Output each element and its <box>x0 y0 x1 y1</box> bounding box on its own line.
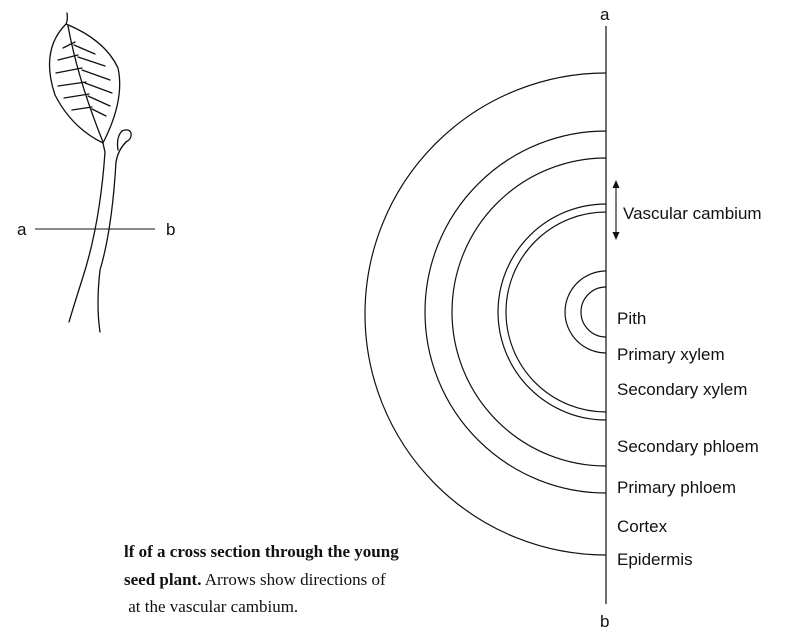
cross-section-rings <box>365 73 606 555</box>
stem-right-edge <box>98 142 126 332</box>
caption-line-2: seed plant. Arrows show directions of <box>124 570 386 589</box>
leaf-veins <box>56 42 112 116</box>
ring-secondary-phloem <box>498 204 606 420</box>
sketch-label-b: b <box>166 220 175 239</box>
label-primary-phloem: Primary phloem <box>617 478 736 497</box>
stem-left-edge <box>69 152 105 322</box>
axis-label-top: a <box>600 5 610 24</box>
axis-label-bottom: b <box>600 612 609 631</box>
caption-line-3: at the vascular cambium. <box>124 597 298 616</box>
caption-line-1: lf of a cross section through the young <box>124 542 399 561</box>
sketch-label-a: a <box>17 220 27 239</box>
ring-epidermis <box>365 73 606 555</box>
ring-pith <box>581 287 606 337</box>
label-secondary-phloem: Secondary phloem <box>617 437 759 456</box>
caption-line-2-rest: Arrows show directions of <box>201 570 385 589</box>
ring-primary-xylem <box>565 271 606 353</box>
leaf-petiole <box>103 143 105 152</box>
leaf-outline <box>50 13 120 143</box>
caption-line-2-bold: seed plant. <box>124 570 201 589</box>
ring-primary-phloem <box>452 158 606 466</box>
cambium-double-arrow <box>613 180 620 240</box>
axillary-bud <box>118 130 132 150</box>
layer-labels: Vascular cambium Pith Primary xylem Seco… <box>617 204 762 569</box>
figure-caption: lf of a cross section through the young … <box>124 542 399 616</box>
label-vascular-cambium: Vascular cambium <box>623 204 762 223</box>
label-pith: Pith <box>617 309 646 328</box>
label-secondary-xylem: Secondary xylem <box>617 380 747 399</box>
label-epidermis: Epidermis <box>617 550 693 569</box>
ring-secondary-xylem-outer <box>506 212 606 412</box>
label-primary-xylem: Primary xylem <box>617 345 725 364</box>
label-cortex: Cortex <box>617 517 668 536</box>
seedling-sketch <box>50 13 132 332</box>
